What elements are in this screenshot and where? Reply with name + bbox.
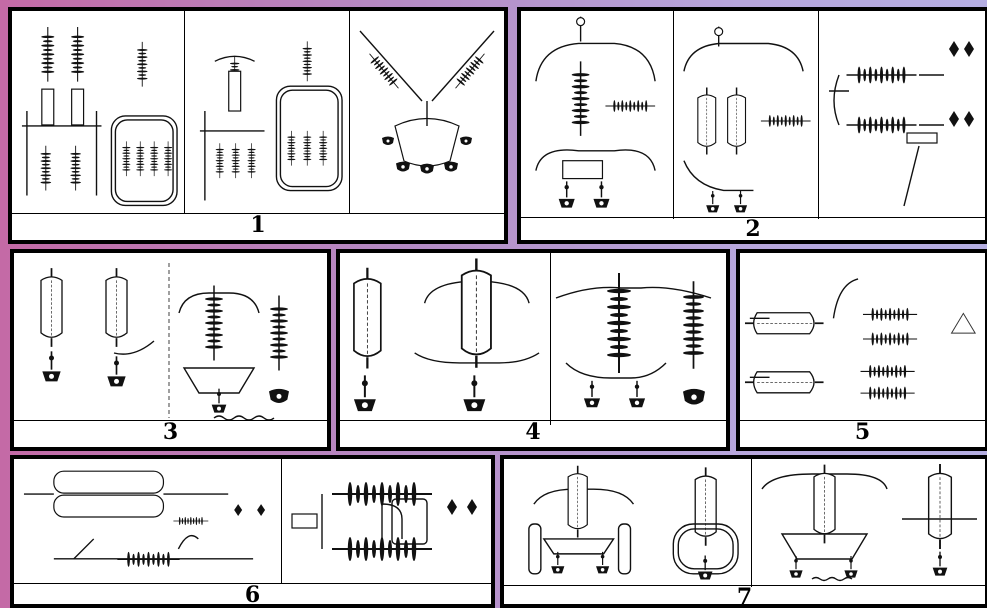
horizontal-canister-tension-drawing <box>744 278 977 401</box>
suspension-canister-and-string-drawing <box>40 263 290 421</box>
double-canister-assembly-drawing <box>683 26 812 214</box>
composite-tension-assembly-drawing <box>829 41 974 207</box>
v-string-assembly-drawing <box>359 30 495 174</box>
panel-6-number: 6 <box>244 582 261 608</box>
panel-2: 2 <box>517 7 987 244</box>
suspension-string-with-rings-drawing <box>535 16 656 209</box>
panel-5-drawing-a <box>740 253 985 425</box>
canister-suspension-assemblies-drawing <box>352 258 540 413</box>
panel-2-caption: 2 <box>521 217 985 240</box>
double-string-assembly-drawing <box>21 26 178 207</box>
panel-3-number: 3 <box>162 419 179 445</box>
panel-2-drawing-a <box>521 11 674 219</box>
horizontal-tension-assemblies-drawing <box>23 470 266 568</box>
panel-1-drawing-a <box>12 11 185 214</box>
panel-3-caption: 3 <box>14 420 327 447</box>
panel-5: 5 <box>736 249 987 451</box>
panel-7-drawing-b <box>752 459 985 587</box>
panel-6-drawing-a <box>14 459 282 584</box>
panel-2-drawings <box>521 11 985 219</box>
panel-7-drawing-a <box>504 459 752 587</box>
panel-4: 4 <box>336 249 730 451</box>
panel-5-number: 5 <box>854 419 871 445</box>
panel-3: 3 <box>10 249 331 451</box>
panel-6: 6 <box>10 455 495 608</box>
panel-7: 7 <box>500 455 987 608</box>
panel-3-drawing-a <box>14 253 327 425</box>
panel-2-number: 2 <box>745 216 761 242</box>
panel-4-drawings <box>340 253 726 425</box>
panel-4-drawing-a <box>340 253 551 425</box>
canister-suspension-with-yokes-drawing <box>761 464 977 582</box>
tension-assembly-drawing <box>199 40 343 201</box>
string-suspension-assemblies-drawing <box>555 271 712 409</box>
canister-suspension-with-frames-drawing <box>528 464 739 581</box>
panel-4-number: 4 <box>525 419 541 445</box>
panel-7-number: 7 <box>736 584 753 608</box>
panel-7-caption: 7 <box>504 585 985 604</box>
panel-5-caption: 5 <box>740 420 985 447</box>
panel-6-drawing-b <box>282 459 491 584</box>
panel-1-drawing-b <box>185 11 350 214</box>
panel-2-drawing-b <box>674 11 819 219</box>
panel-6-drawings <box>14 459 491 584</box>
panel-6-caption: 6 <box>14 583 491 604</box>
double-composite-tension-drawing <box>291 480 477 563</box>
panel-1-caption: 1 <box>12 213 504 240</box>
panel-4-caption: 4 <box>340 420 726 447</box>
panel-1: 1 <box>8 7 508 244</box>
panel-3-drawings <box>14 253 327 425</box>
panel-1-drawings <box>12 11 504 214</box>
panel-7-drawings <box>504 459 985 587</box>
panel-2-drawing-c <box>819 11 985 219</box>
panel-4-drawing-b <box>551 253 726 425</box>
panel-5-drawings <box>740 253 985 425</box>
panel-1-drawing-c <box>350 11 504 214</box>
panel-1-number: 1 <box>250 212 266 238</box>
